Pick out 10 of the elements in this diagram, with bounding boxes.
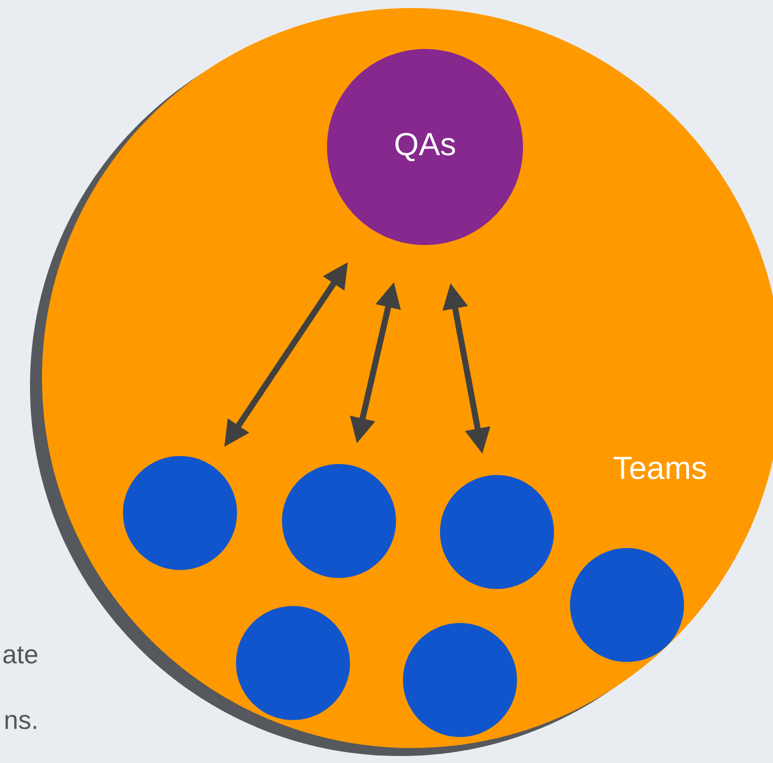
text-fragment: ate: [3, 646, 38, 664]
team-member-circle: [570, 548, 684, 662]
team-member-circle: [403, 623, 517, 737]
circle-label: QAs: [395, 132, 455, 162]
team-member-circle: [236, 606, 350, 720]
team-member-circle: [282, 464, 396, 578]
team-member-circle: [123, 456, 237, 570]
team-member-circle: [440, 475, 554, 589]
text-fragment: ns.: [6, 714, 36, 730]
circle-label: Teams: [614, 456, 706, 480]
